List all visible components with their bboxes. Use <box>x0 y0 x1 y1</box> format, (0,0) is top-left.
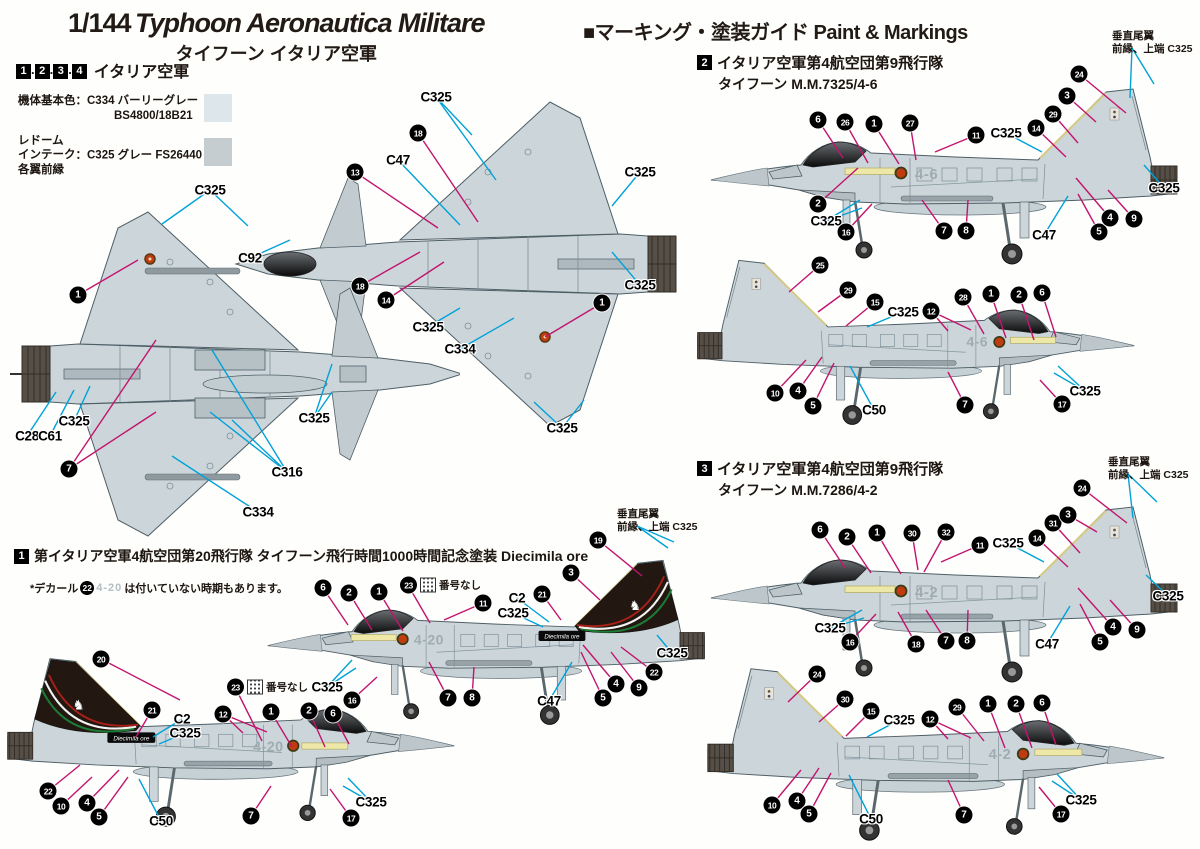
variant-numbers: 1.2.3.4 <box>16 61 87 79</box>
profile-s3-left-side: 4-2 <box>709 505 1179 684</box>
roundel <box>1016 747 1030 761</box>
legend-separator: ： <box>75 149 88 162</box>
separator-dot: . <box>31 62 35 77</box>
tail-fin-note: 垂直尾翼 前縁、上端 C325 <box>617 508 698 534</box>
roundel <box>287 739 300 752</box>
roundel <box>993 335 1006 348</box>
tail-fin-note: 垂直尾翼 前縁、上端 C325 <box>1112 30 1193 56</box>
tail-art: ♞ <box>574 561 679 634</box>
section-number-badge: 1 <box>14 548 29 564</box>
section-number-badge: 3 <box>697 461 712 476</box>
roundel <box>894 166 908 180</box>
tail-fin-note: 垂直尾翼 前縁、上端 C325 <box>1108 456 1189 482</box>
section-3-header: 3 イタリア空軍第4航空団第9飛行隊 タイフーン M.M.7286/4-2 <box>697 458 943 500</box>
paint-spec-text: BS4800/18B21 <box>114 109 193 122</box>
legend-header: 1.2.3.4 イタリア空軍 <box>16 58 266 82</box>
tail-art: ♞ <box>34 659 141 733</box>
aircraft-code: 4-20 <box>253 740 284 756</box>
paint-code-text: C325 グレー FS26440 <box>87 149 203 162</box>
color-swatch-c334 <box>204 94 232 122</box>
paint-legend: 1.2.3.4 イタリア空軍 機体基本色：C334 バーリーグレー BS4800… <box>16 58 266 176</box>
aircraft-code: 4-2 <box>989 747 1012 763</box>
separator-dot: . <box>68 62 72 77</box>
variant-number-4: 4 <box>71 63 87 79</box>
section-title: イタリア空軍第4航空団第9飛行隊 <box>717 461 944 478</box>
stencil-strip <box>301 742 349 750</box>
guide-title: ■マーキング・塗装ガイド Paint & Markings <box>583 22 968 44</box>
aircraft-code: 4-6 <box>966 334 988 350</box>
section-title: イタリア空軍第4航空団第9飛行隊 <box>717 55 944 72</box>
callout-24: 24 <box>1073 479 1091 497</box>
roundel <box>894 584 908 598</box>
horse-icon: ♞ <box>629 598 641 613</box>
legend-row-radome: レドーム インテーク 各翼前縁：C325 グレー FS26440 <box>18 134 202 177</box>
variant-number-3: 3 <box>53 63 69 79</box>
tail-text: Diecimila ore <box>544 634 580 641</box>
section-subtitle: タイフーン M.M.7325/4-6 <box>718 76 878 92</box>
tail-text-box <box>538 630 586 641</box>
legend-row-base-color: 機体基本色：C334 バーリーグレー BS4800/18B21 <box>18 94 198 123</box>
aircraft-code: 4-2 <box>915 584 938 601</box>
note-text: *デカール <box>30 583 79 595</box>
scale-label: 1/144 <box>68 8 132 38</box>
profile-s2-left-side: 4-6 <box>709 87 1179 266</box>
section-2-header: 2 イタリア空軍第4航空団第9飛行隊 タイフーン M.M.7325/4-6 <box>697 52 943 94</box>
section-number-badge: 2 <box>697 55 712 70</box>
roundel <box>396 633 409 646</box>
stencil-strip <box>1034 748 1083 756</box>
profile-s1-left-side: ♞ Diecimila ore 4-20 <box>266 559 706 726</box>
legend-label: レドーム インテーク 各翼前縁 <box>18 135 76 176</box>
section-title: 第イタリア空軍4航空団第20飛行隊 タイフーン飛行時間1000時間記念塗装 Di… <box>34 548 589 564</box>
kit-title: Typhoon Aeronautica Militare <box>135 8 486 38</box>
legend-separator: ： <box>75 95 88 108</box>
stencil-strip <box>844 585 896 593</box>
paint-code-text: C334 バーリーグレー <box>87 95 199 108</box>
callout-22: 22 <box>80 581 95 595</box>
separator-dot: . <box>49 62 54 77</box>
callout-19: 19 <box>589 531 607 549</box>
color-swatch-c325 <box>204 138 232 166</box>
wing-missile <box>144 267 241 275</box>
note-text: は付いていない時期もあります。 <box>124 583 288 595</box>
center-fuel-tank <box>202 374 328 394</box>
horse-icon: ♞ <box>73 697 85 712</box>
profile-s1-right-side: ♞ Diecimila ore 4-20 <box>6 657 456 828</box>
page-title: 1/144 Typhoon Aeronautica Militare タイフーン… <box>68 8 486 66</box>
wing-missile <box>144 473 241 481</box>
variant-number-2: 2 <box>34 63 50 79</box>
plan-view-bottom <box>10 211 460 537</box>
stencil-strip <box>844 167 896 175</box>
kit-subtitle-jp: タイフーン イタリア空軍 <box>175 44 377 64</box>
variant-number-1: 1 <box>16 63 31 79</box>
aircraft-code: 4-20 <box>414 632 444 648</box>
decal-code-text: 4-20 <box>96 582 123 594</box>
section-subtitle: タイフーン M.M.7286/4-2 <box>718 482 878 498</box>
stencil-strip <box>350 634 397 641</box>
tail-text: Diecimila ore <box>113 736 149 743</box>
section-1-header: 1 第イタリア空軍4航空団第20飛行隊 タイフーン飛行時間1000時間記念塗装 D… <box>14 546 588 566</box>
profile-s2-right-side: 4-6 <box>696 259 1136 426</box>
stencil-strip <box>1010 336 1056 344</box>
air-force-label: イタリア空軍 <box>93 64 190 81</box>
profile-s3-right-side: 4-2 <box>706 667 1166 842</box>
aircraft-code: 4-6 <box>915 166 938 183</box>
legend-label: 機体基本色 <box>18 95 76 107</box>
section-1-note: *デカール 22 4-20 は付いていない時期もあります。 <box>30 580 288 596</box>
